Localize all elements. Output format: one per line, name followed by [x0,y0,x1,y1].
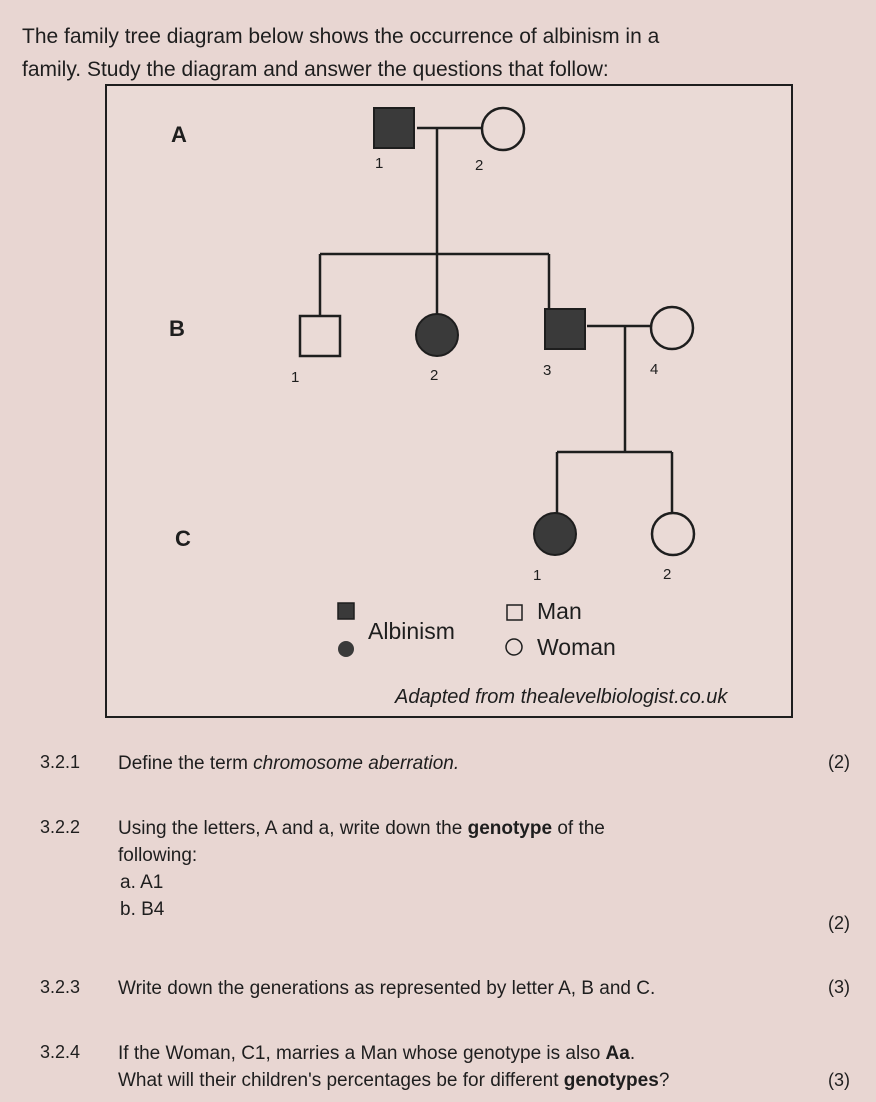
c1-affected-female-circle [533,512,577,556]
a2-number: 2 [475,157,483,174]
generation-label-c: C [175,526,191,551]
question-term: chromosome aberration. [253,753,460,774]
intro-text: The family tree diagram below shows the … [22,20,842,86]
generation-label-b: B [169,316,185,341]
question-number: 3.2.2 [40,817,81,837]
question-marks: (3) [828,977,850,997]
legend-man-label: Man [537,598,582,624]
question-text-line-2: following: [118,845,198,866]
question-marks: (3) [828,1070,850,1090]
sub-question-a: a. A1 [120,872,164,893]
question-3-2-2-text: Using the letters, A and a, write down t… [118,815,778,923]
legend-man-square [506,604,523,621]
c2-female-circle [650,511,696,557]
question-3-2-4-text: If the Woman, C1, marries a Man whose ge… [118,1040,778,1094]
question-marks: (2) [828,752,850,772]
intro-line-1: The family tree diagram below shows the … [22,25,660,48]
b3-affected-male-square [544,308,586,350]
b1-male-square [298,314,342,358]
a1-affected-male-square [373,107,415,149]
generation-label-a: A [171,122,187,147]
legend-albinism-label: Albinism [368,618,455,644]
intro-line-2: family. Study the diagram and answer the… [22,58,609,81]
question-text-line-2: What will their children's percentages b… [118,1070,564,1091]
legend-affected-circle [338,641,354,657]
question-marks: (2) [828,913,850,933]
figure-source: Adapted from thealevelbiologist.co.uk [394,686,728,708]
question-3-2-3-text: Write down the generations as represente… [118,978,656,999]
question-number: 3.2.4 [40,1042,81,1062]
question-text: If the Woman, C1, marries a Man whose ge… [118,1043,606,1064]
question-text: Using the letters, A and a, write down t… [118,818,468,839]
b1-number: 1 [291,369,299,386]
question-number: 3.2.1 [40,752,81,772]
question-text: . [629,1043,636,1064]
question-text: ? [658,1070,670,1091]
legend-woman-label: Woman [537,634,616,660]
b2-affected-female-circle [415,313,459,357]
legend-affected-square [337,602,355,620]
a2-female-circle [480,106,526,152]
pedigree-lines [318,126,674,514]
b2-number: 2 [430,367,438,384]
sub-question-b: b. B4 [120,899,165,920]
legend-woman-circle [505,638,523,656]
question-keyword: genotype [467,818,553,839]
b4-number: 4 [650,361,658,378]
question-number: 3.2.3 [40,977,81,997]
pedigree-figure: A B C 1 2 1 2 3 4 [105,84,793,718]
question-text: of the [552,818,605,839]
question-keyword: Aa [605,1043,630,1064]
a1-number: 1 [375,155,383,172]
question-keyword: genotypes [563,1070,659,1091]
pedigree-diagram: A B C 1 2 1 2 3 4 [169,106,728,708]
c2-number: 2 [663,566,671,583]
question-3-2-1-text: Define the term chromosome aberration. [118,750,778,777]
question-text: Define the term [118,753,254,774]
c1-number: 1 [533,567,541,584]
b4-female-circle [649,305,695,351]
b3-number: 3 [543,362,551,379]
